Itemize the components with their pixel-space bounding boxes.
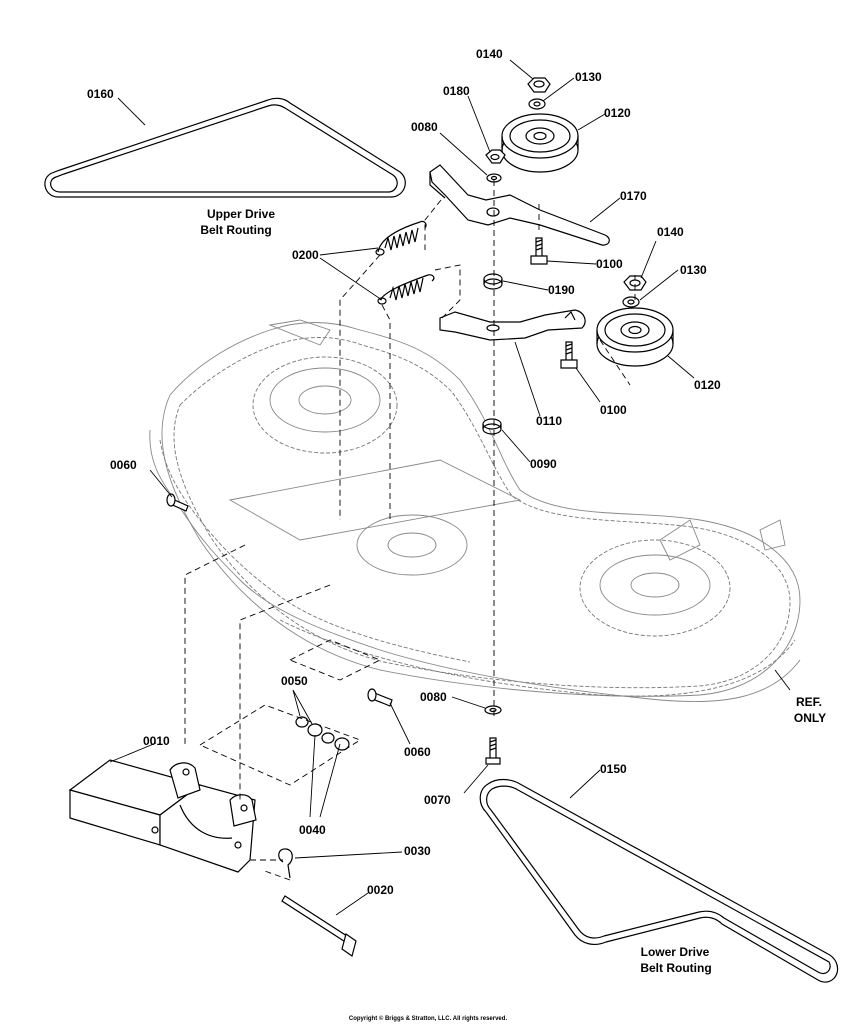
bolt-0100-lower[interactable]: [560, 341, 578, 369]
idler-pulley-lower[interactable]: [596, 307, 674, 367]
lower-drive-belt[interactable]: [479, 778, 839, 983]
washer-lower[interactable]: [622, 296, 640, 308]
label-0180: 0180: [443, 84, 470, 98]
label-0010: 0010: [143, 734, 170, 748]
label-0190: 0190: [548, 283, 575, 297]
label-0130-upper: 0130: [575, 70, 602, 84]
label-0080-upper: 0080: [411, 120, 438, 134]
label-0150: 0150: [600, 762, 627, 776]
label-0100-upper: 0100: [596, 257, 623, 271]
label-0020: 0020: [367, 883, 394, 897]
upper-belt-note-line1: Upper Drive: [207, 207, 275, 221]
label-0060-right: 0060: [404, 745, 431, 759]
carriage-bolt-0060-left[interactable]: [166, 493, 189, 512]
label-0100-lower: 0100: [600, 403, 627, 417]
label-0050: 0050: [281, 674, 308, 688]
label-0120-lower: 0120: [694, 378, 721, 392]
label-0120-upper: 0120: [604, 106, 631, 120]
spacer-0090[interactable]: [482, 418, 502, 435]
washer-upper[interactable]: [528, 98, 546, 110]
upper-drive-belt[interactable]: [44, 97, 406, 198]
flange-nut-0180[interactable]: [485, 149, 506, 164]
label-0140-upper: 0140: [476, 47, 503, 61]
lower-belt-note-line1: Lower Drive: [641, 945, 710, 959]
locknut-set-0050[interactable]: [295, 716, 350, 751]
ref-note-line2: ONLY: [794, 711, 826, 725]
idler-pulley-upper[interactable]: [501, 113, 579, 173]
idler-arm-upper[interactable]: [429, 164, 610, 246]
washer-0080-lower[interactable]: [484, 705, 502, 715]
label-0130-lower: 0130: [680, 263, 707, 277]
hex-nut-upper[interactable]: [527, 77, 551, 93]
copyright-notice: Copyright © Briggs & Stratton, LLC. All …: [349, 1015, 508, 1022]
label-0080-lower: 0080: [420, 690, 447, 704]
bolt-0070[interactable]: [485, 737, 501, 765]
hairpin-clip-0030[interactable]: [278, 848, 293, 879]
extension-spring-1[interactable]: [375, 220, 427, 256]
lower-belt-note-line2: Belt Routing: [640, 961, 711, 975]
label-0040: 0040: [299, 823, 326, 837]
carriage-bolt-0060-right[interactable]: [367, 688, 393, 707]
label-0060-left: 0060: [110, 458, 137, 472]
spacer-0190[interactable]: [483, 273, 503, 290]
label-0090: 0090: [530, 457, 557, 471]
part-labels: 0140 0130 0120 0180 0080 0160 0170 0100 …: [87, 47, 721, 897]
bolt-0100-upper[interactable]: [530, 237, 548, 265]
hitch-bracket-0010[interactable]: [68, 759, 257, 873]
label-0160: 0160: [87, 87, 114, 101]
idler-arm-lower[interactable]: [439, 309, 586, 341]
label-0140-lower: 0140: [657, 225, 684, 239]
label-0110: 0110: [536, 414, 562, 428]
hitch-pin-0020[interactable]: [281, 895, 357, 957]
label-0170: 0170: [620, 189, 647, 203]
leader-lines: [109, 59, 791, 916]
assembly-lines: [184, 180, 636, 881]
notes: Upper Drive Belt Routing Lower Drive Bel…: [200, 207, 826, 975]
label-0030: 0030: [404, 844, 431, 858]
label-0200: 0200: [292, 248, 319, 262]
extension-spring-2[interactable]: [377, 274, 435, 305]
upper-belt-note-line2: Belt Routing: [200, 223, 271, 237]
label-0070: 0070: [424, 793, 451, 807]
ref-note-line1: REF.: [796, 695, 822, 709]
